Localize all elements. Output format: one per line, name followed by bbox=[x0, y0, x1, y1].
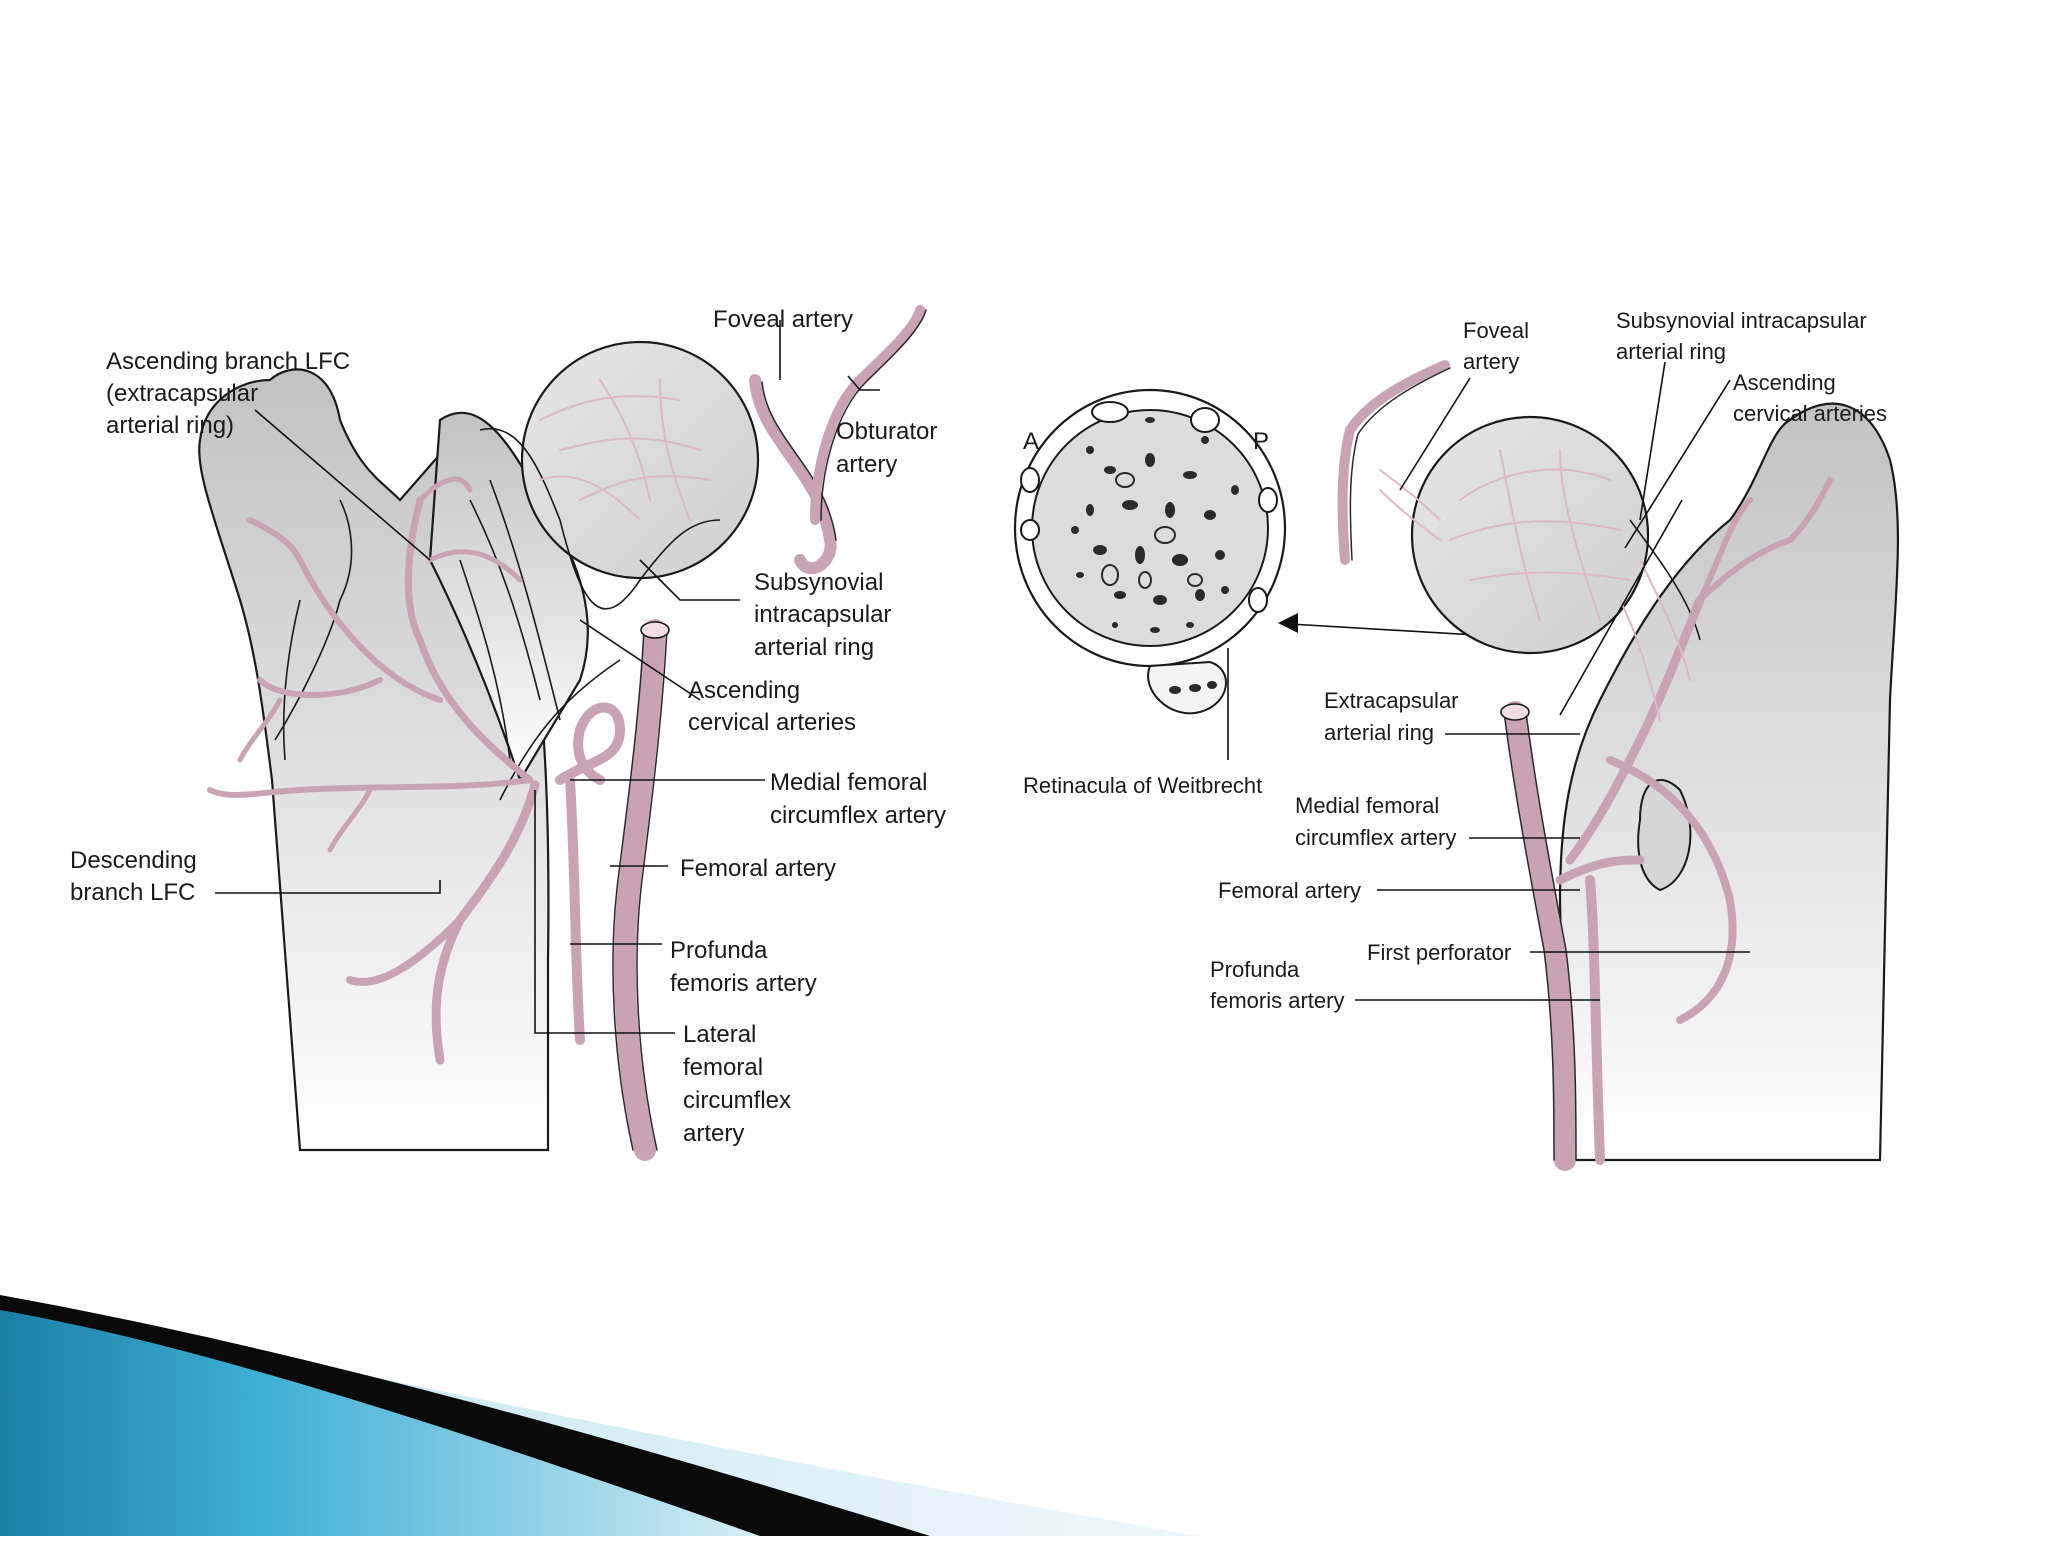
right-leader-lines bbox=[1355, 361, 1750, 1001]
label-ascending-cervical-right: Ascending bbox=[1733, 370, 1836, 395]
label-extracapsular-ring: Extracapsular bbox=[1324, 688, 1459, 713]
label-subsynovial-ring: Subsynovial bbox=[754, 569, 883, 596]
label-medial-femoral-circumflex-right-2: circumflex artery bbox=[1295, 825, 1456, 850]
label-medial-femoral-circumflex: Medial femoral bbox=[770, 769, 927, 796]
label-femoral-artery: Femoral artery bbox=[680, 855, 836, 882]
label-lateral-femoral-circumflex-4: artery bbox=[683, 1120, 744, 1147]
label-profunda-femoris-right-2: femoris artery bbox=[1210, 988, 1344, 1013]
label-first-perforator: First perforator bbox=[1367, 940, 1511, 965]
label-femoral-artery-right: Femoral artery bbox=[1218, 878, 1361, 903]
label-foveal-artery: Foveal artery bbox=[713, 306, 853, 333]
label-medial-femoral-circumflex-2: circumflex artery bbox=[770, 802, 946, 829]
right-femur-bone bbox=[1558, 402, 1900, 1162]
label-lateral-femoral-circumflex-3: circumflex bbox=[683, 1087, 791, 1114]
right-femur-illustration bbox=[1337, 360, 1900, 1171]
label-ascending-branch-lfc: Ascending branch LFC bbox=[106, 348, 350, 375]
left-femoral-neck bbox=[428, 411, 589, 783]
label-profunda-femoris-2: femoris artery bbox=[670, 970, 817, 997]
label-ascending-branch-lfc-2: (extracapsular bbox=[106, 380, 258, 407]
label-obturator-artery-2: artery bbox=[836, 451, 897, 478]
left-labels: Foveal artery Ascending branch LFC (extr… bbox=[70, 306, 946, 1147]
label-lateral-femoral-circumflex-2: femoral bbox=[683, 1054, 763, 1081]
label-lateral-femoral-circumflex: Lateral bbox=[683, 1021, 756, 1048]
right-femoral-head bbox=[1410, 415, 1650, 655]
label-ascending-cervical-2: cervical arteries bbox=[688, 709, 856, 736]
label-extracapsular-ring-2: arterial ring bbox=[1324, 720, 1434, 745]
right-labels: Foveal artery Subsynovial intracapsular … bbox=[1210, 308, 1887, 1013]
label-foveal-artery-right-2: artery bbox=[1463, 349, 1519, 374]
label-subsynovial-ring-right-2: arterial ring bbox=[1616, 339, 1726, 364]
label-posterior: P bbox=[1253, 428, 1269, 455]
label-subsynovial-ring-right: Subsynovial intracapsular bbox=[1616, 308, 1867, 333]
label-foveal-artery-right: Foveal bbox=[1463, 318, 1529, 343]
label-descending-branch-lfc: Descending bbox=[70, 847, 197, 874]
label-subsynovial-ring-2: intracapsular bbox=[754, 601, 891, 628]
label-profunda-femoris-right: Profunda bbox=[1210, 957, 1300, 982]
cancellous-bone bbox=[1031, 409, 1269, 647]
slide-footer-swoosh bbox=[0, 1295, 1200, 1536]
label-retinacula-of-weitbrecht: Retinacula of Weitbrecht bbox=[1023, 773, 1262, 798]
left-leader-lines bbox=[215, 320, 880, 1034]
label-obturator-artery: Obturator bbox=[836, 418, 937, 445]
label-profunda-femoris: Profunda bbox=[670, 937, 768, 964]
label-medial-femoral-circumflex-right: Medial femoral bbox=[1295, 793, 1439, 818]
label-anterior: A bbox=[1023, 428, 1039, 455]
femoral-neck-cross-section: A P Retinacula of Weitbrecht bbox=[1013, 388, 1561, 798]
label-descending-branch-lfc-2: branch LFC bbox=[70, 879, 195, 906]
label-ascending-cervical: Ascending bbox=[688, 677, 800, 704]
label-ascending-branch-lfc-3: arterial ring) bbox=[106, 412, 234, 439]
left-femur-illustration bbox=[198, 305, 927, 1161]
label-ascending-cervical-right-2: cervical arteries bbox=[1733, 401, 1887, 426]
label-subsynovial-ring-3: arterial ring bbox=[754, 634, 874, 661]
